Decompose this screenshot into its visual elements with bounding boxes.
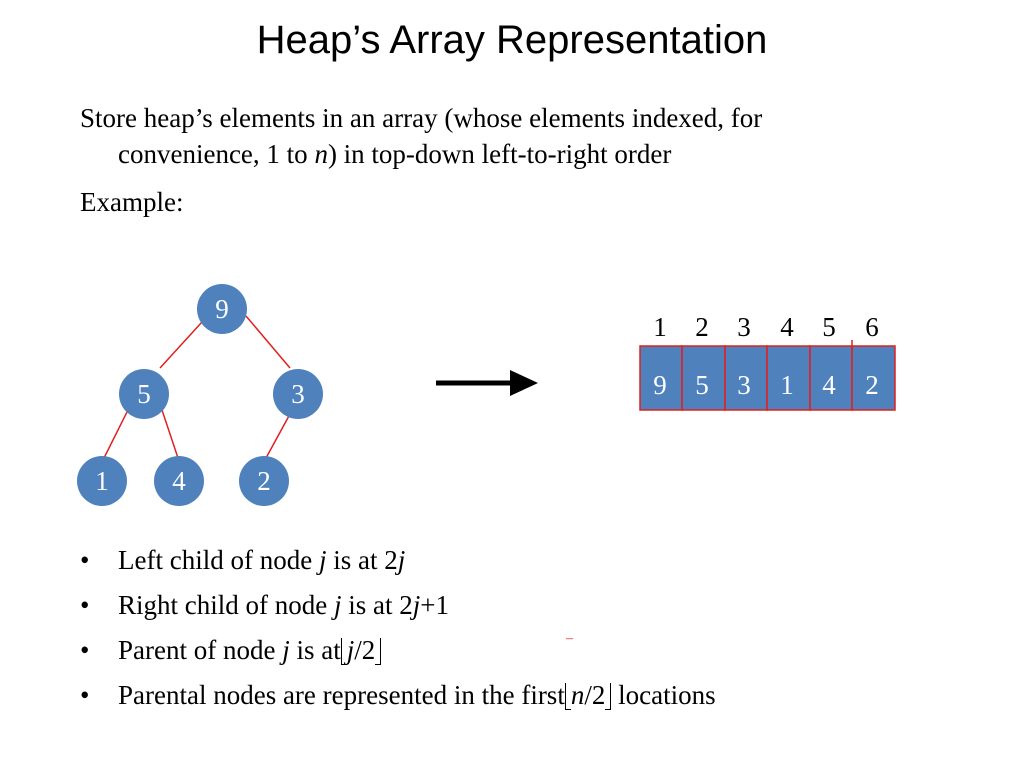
tree-node-circle	[239, 456, 289, 506]
tree-node-label: 9	[215, 294, 229, 324]
array-index: 2	[695, 312, 709, 342]
array-values: 9 5 3 1 4 2	[653, 370, 879, 400]
array-index: 1	[653, 312, 667, 342]
edge-3-2	[265, 413, 291, 459]
tree-nodes: 9 5 3 1 4 2	[77, 284, 323, 506]
tree-node-circle	[273, 369, 323, 419]
tree-node-label: 1	[95, 466, 109, 496]
edge-5-1	[103, 409, 129, 459]
array-cell	[851, 345, 896, 411]
edge-9-5	[159, 321, 203, 369]
example-label: Example:	[80, 187, 184, 217]
intro-paragraph: Store heap’s elements in an array (whose…	[80, 100, 980, 172]
array-index: 4	[780, 312, 794, 342]
edge-5-4	[161, 409, 179, 459]
tree-edges	[103, 315, 291, 459]
tree-node-label: 5	[137, 379, 151, 409]
slide-title: Heap’s Array Representation	[256, 18, 768, 62]
bullet-dot-icon: •	[80, 545, 90, 575]
red-mark: –	[566, 631, 573, 646]
array-index: 3	[737, 312, 751, 342]
array-value: 5	[695, 370, 709, 400]
array-cell	[724, 345, 768, 411]
array-indices: 1 2 3 4 5 6	[653, 312, 879, 342]
array-value: 9	[653, 370, 667, 400]
intro-line-2: convenience, 1 to n) in top-down left-to…	[118, 139, 672, 169]
array-value: 1	[780, 370, 794, 400]
array-value: 3	[737, 370, 751, 400]
bullet-dot-icon: •	[80, 680, 90, 710]
tree-node-circle	[77, 456, 127, 506]
intro-line-1: Store heap’s elements in an array (whose…	[80, 103, 763, 133]
floor-expression: n/2	[564, 673, 612, 718]
array-index: 5	[822, 312, 836, 342]
bullet-dot-icon: •	[80, 635, 90, 665]
tree-node-circle	[197, 284, 247, 334]
array-cell	[639, 345, 683, 411]
array-index: 6	[865, 312, 879, 342]
tree-node-label: 4	[172, 466, 186, 496]
floor-expression: j/2	[340, 628, 382, 673]
tree-node-label: 3	[291, 379, 305, 409]
array-value: 4	[822, 370, 836, 400]
edge-9-3	[245, 315, 291, 369]
array-cells	[639, 340, 896, 411]
array-cell	[681, 345, 726, 411]
right-arrow-icon	[436, 370, 538, 396]
tree-node-circle	[154, 456, 204, 506]
tree-node-circle	[119, 369, 169, 419]
array-value: 2	[865, 370, 879, 400]
tree-node-label: 2	[257, 466, 271, 496]
bullet-dot-icon: •	[80, 590, 90, 620]
